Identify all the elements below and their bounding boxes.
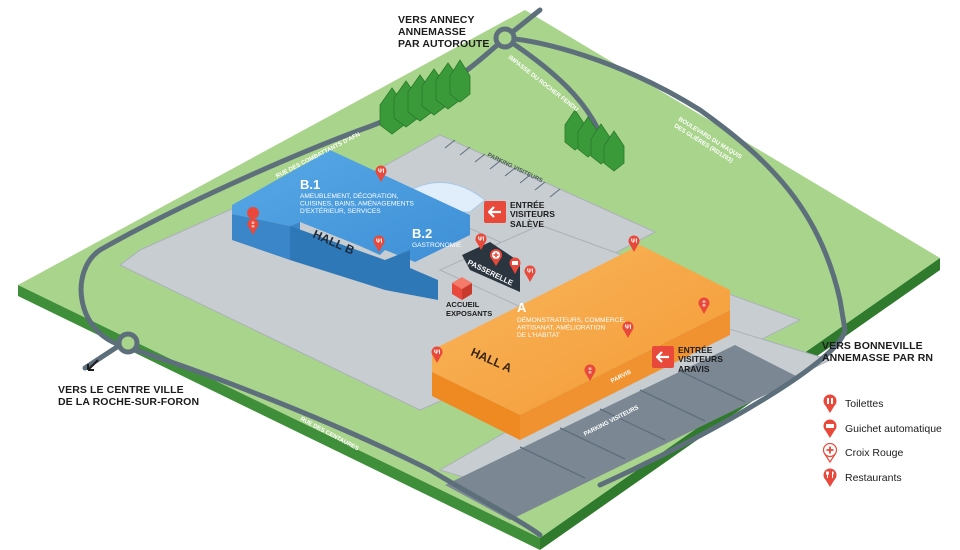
svg-text:ΨΙ: ΨΙ bbox=[631, 239, 638, 245]
entry-aravis-label: ENTRÉE VISITEURS ARAVIS bbox=[678, 345, 723, 374]
trees-north bbox=[379, 59, 471, 135]
svg-text:ΨΙ: ΨΙ bbox=[434, 350, 441, 356]
road-east-loop bbox=[597, 327, 848, 488]
restaurant-icon[interactable]: ΨΙ bbox=[475, 233, 487, 251]
toilets-icon[interactable]: ¦¦ bbox=[247, 207, 260, 235]
svg-text:ΨΙ: ΨΙ bbox=[376, 239, 383, 245]
svg-text:¦¦: ¦¦ bbox=[702, 301, 706, 307]
legend-label-toilets: Toilettes bbox=[845, 398, 884, 410]
roundabout-west bbox=[116, 331, 140, 355]
accueil-cube bbox=[452, 277, 472, 300]
ground-edge-left bbox=[18, 285, 540, 550]
hall-b1-code: B.1 bbox=[300, 177, 320, 192]
entry-aravis[interactable]: ENTRÉE VISITEURS ARAVIS bbox=[652, 345, 723, 374]
red-cross-icon[interactable] bbox=[490, 249, 502, 266]
hall-b-roof bbox=[232, 150, 470, 262]
parking-stripes-north bbox=[444, 139, 561, 198]
hall-a-wall-south bbox=[432, 372, 520, 440]
trees-east bbox=[564, 109, 625, 172]
arrow-left-icon bbox=[656, 351, 669, 363]
legend: Toilettes Guichet automatique Croix Roug… bbox=[822, 392, 956, 490]
direction-north: VERS ANNECY ANNEMASSE PAR AUTOROUTE bbox=[398, 14, 490, 51]
restaurant-icon[interactable]: ΨΙ bbox=[628, 235, 640, 253]
accueil-exposants-label: ACCUEIL EXPOSANTS bbox=[446, 300, 493, 318]
toilets-icon bbox=[823, 394, 837, 413]
hall-b1-desc-line2: CUISINES, BAINS, AMÉNAGEMENTS bbox=[300, 199, 415, 208]
roundabouts bbox=[116, 26, 517, 355]
hall-a-desc-line3: DE L'HABITAT bbox=[517, 332, 560, 339]
red-cross-icon bbox=[822, 443, 838, 463]
passerelle bbox=[462, 242, 520, 292]
road-west-exit bbox=[82, 342, 123, 371]
hall-a-desc-line1: DÉMONSTRATEURS, COMMERCE, bbox=[517, 315, 626, 324]
parking-stripes-south bbox=[445, 345, 800, 520]
hall-a-desc-line2: ARTISANAT, AMÉLIORATION bbox=[517, 323, 606, 332]
restaurant-icon[interactable]: ΨΙ bbox=[524, 265, 536, 283]
hall-b1-desc: AMEUBLEMENT, DÉCORATION, CUISINES, BAINS… bbox=[300, 191, 416, 215]
road-rue-centaures bbox=[117, 342, 543, 538]
restaurant-icon[interactable]: ΨΙ bbox=[622, 321, 634, 339]
entry-saleve-arrow bbox=[484, 201, 506, 223]
road-boulevard-maquis bbox=[502, 35, 848, 333]
direction-east: VERS BONNEVILLE ANNEMASSE PAR RN bbox=[822, 340, 934, 365]
roundabout-north bbox=[493, 26, 517, 50]
hall-b-wall-south bbox=[290, 226, 385, 290]
legend-item-restaurants: Restaurants bbox=[822, 466, 956, 490]
svg-text:¦¦: ¦¦ bbox=[251, 222, 255, 228]
svg-text:ΨΙ: ΨΙ bbox=[527, 269, 534, 275]
svg-text:ΨΙ: ΨΙ bbox=[378, 169, 385, 175]
restaurant-icon[interactable]: ΨΙ bbox=[431, 346, 443, 364]
toilets-icon[interactable]: ¦¦ bbox=[584, 364, 596, 382]
svg-text:¦¦: ¦¦ bbox=[588, 368, 592, 374]
hall-b2-desc: GASTRONOMIE bbox=[412, 242, 462, 249]
hall-a-roof bbox=[432, 245, 730, 415]
hall-b2-code: B.2 bbox=[412, 226, 432, 241]
entry-aravis-arrow bbox=[652, 346, 674, 368]
direction-west: VERS LE CENTRE VILLE DE LA ROCHE-SUR-FOR… bbox=[58, 384, 200, 409]
arrow-left-icon bbox=[488, 206, 501, 218]
hall-a bbox=[432, 245, 730, 440]
restaurant-icon[interactable]: ΨΙ bbox=[373, 235, 385, 253]
legend-label-atm: Guichet automatique bbox=[845, 422, 942, 435]
map-pins: ¦¦ ΨΙ ΨΙ ΨΙ ΨΙ ΨΙ bbox=[247, 165, 710, 382]
hall-b1-desc-line1: AMEUBLEMENT, DÉCORATION, bbox=[300, 191, 399, 200]
hall-b2-wall bbox=[385, 250, 438, 300]
restaurant-icon bbox=[823, 468, 837, 487]
entry-saleve[interactable]: ENTRÉE VISITEURS SALÈVE bbox=[484, 200, 555, 229]
legend-label-red-cross: Croix Rouge bbox=[845, 447, 904, 459]
hall-a-desc: DÉMONSTRATEURS, COMMERCE, ARTISANAT, AMÉ… bbox=[517, 315, 628, 339]
atm-icon[interactable] bbox=[509, 257, 521, 275]
legend-item-atm: Guichet automatique bbox=[822, 417, 956, 441]
west-arrow-icon bbox=[87, 359, 99, 371]
legend-label-restaurants: Restaurants bbox=[845, 471, 902, 484]
toilets-icon[interactable]: ¦¦ bbox=[698, 297, 710, 315]
legend-item-red-cross: Croix Rouge bbox=[822, 441, 956, 465]
hall-a-wall-east bbox=[520, 310, 730, 440]
hall-a-code: A bbox=[517, 300, 527, 315]
svg-text:ΨΙ: ΨΙ bbox=[625, 325, 632, 331]
hall-b1-desc-line3: D'EXTÉRIEUR, SERVICES bbox=[300, 206, 381, 215]
tree-groups bbox=[379, 59, 625, 172]
legend-item-toilets: Toilettes bbox=[822, 392, 956, 416]
entry-saleve-label: ENTRÉE VISITEURS SALÈVE bbox=[510, 200, 555, 229]
svg-text:ΨΙ: ΨΙ bbox=[478, 237, 485, 243]
atm-icon bbox=[823, 419, 837, 438]
restaurant-icon[interactable]: ΨΙ bbox=[375, 165, 387, 183]
